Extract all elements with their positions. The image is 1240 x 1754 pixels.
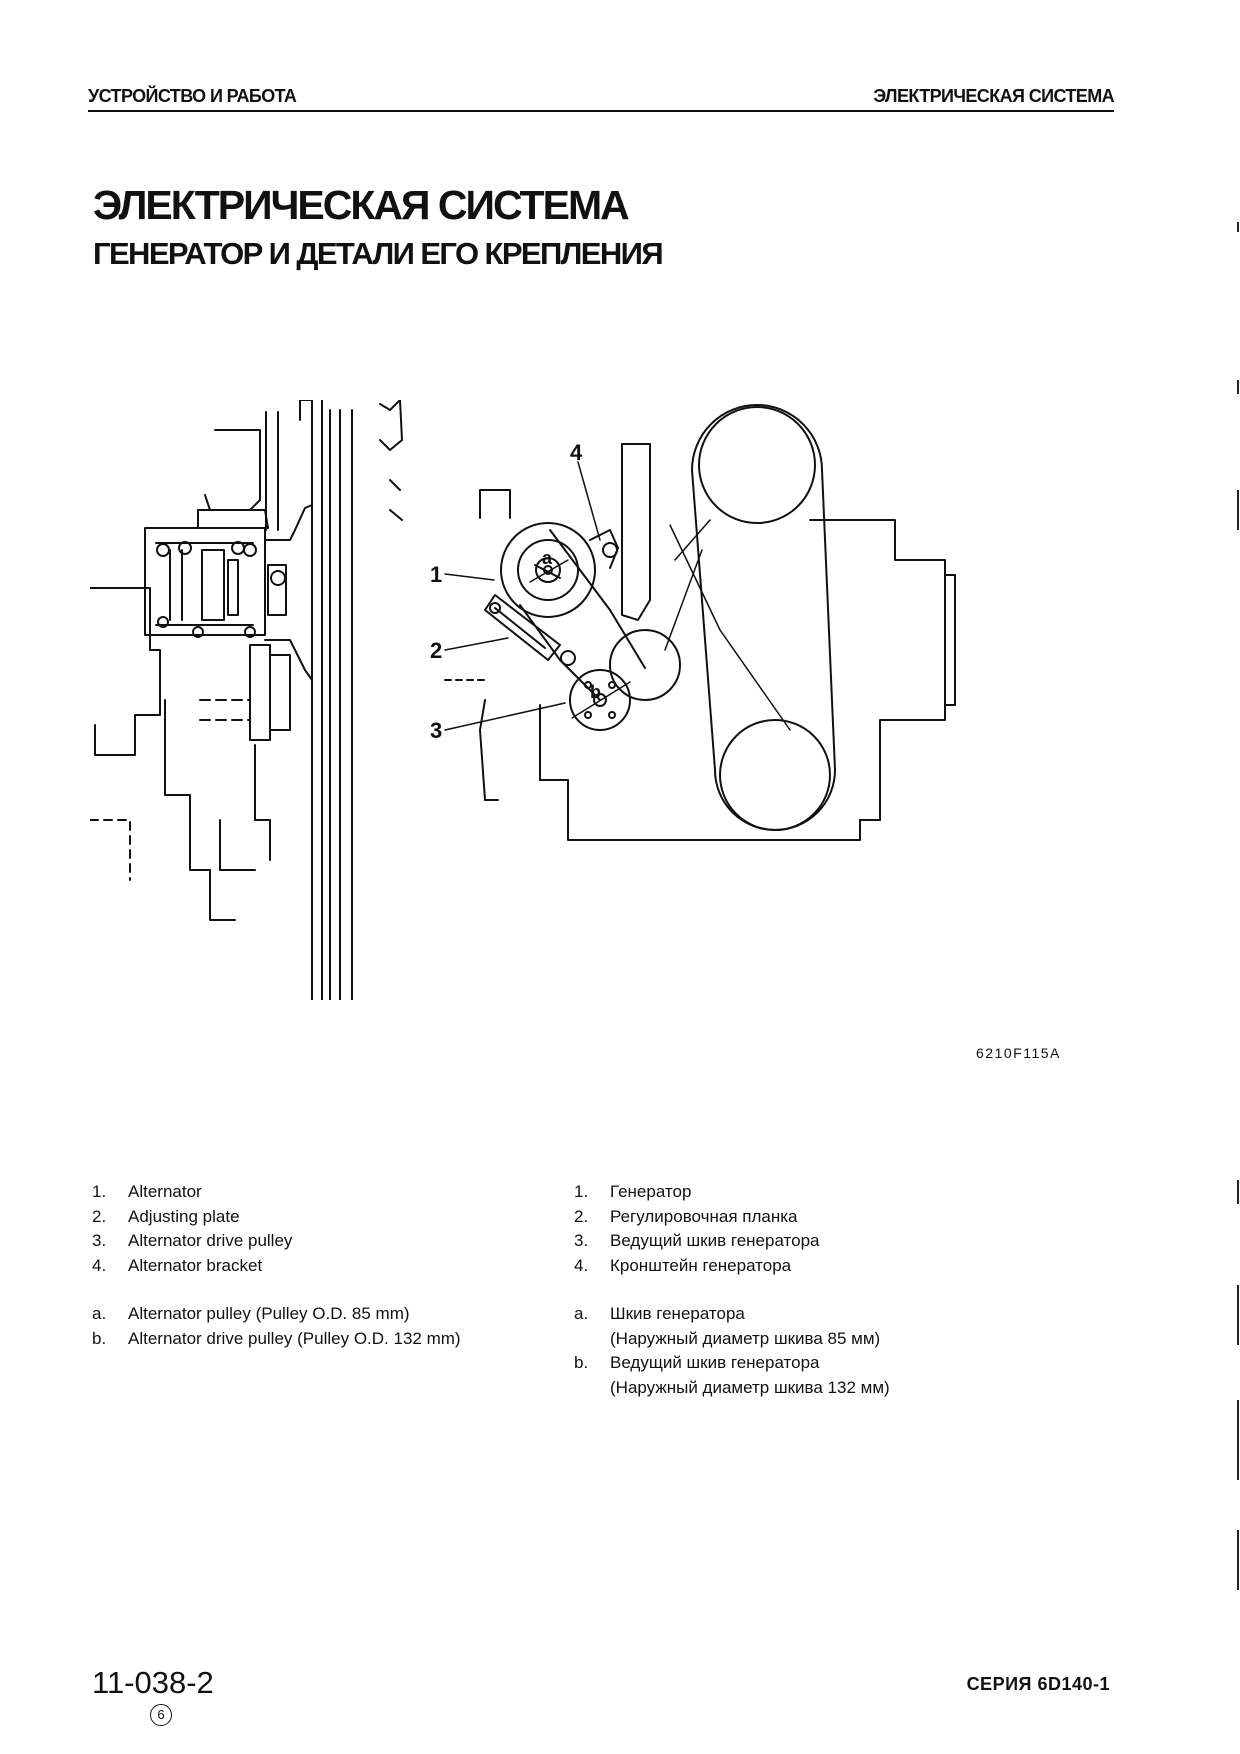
callout-b: b: [590, 682, 601, 702]
header-section-left: УСТРОЙСТВО И РАБОТА: [88, 86, 297, 106]
legend-note-detail: (Наружный диаметр шкива 85 мм): [610, 1328, 881, 1348]
alternator-mounting-figure: 1 2 3 4 a b: [90, 400, 956, 1000]
header-section-right: ЭЛЕКТРИЧЕСКАЯ СИСТЕМА: [873, 86, 1114, 106]
callout-4: 4: [570, 440, 583, 465]
callout-leaders: [444, 461, 601, 731]
header-rule: [88, 110, 1114, 112]
page-number: 11-038-2: [92, 1665, 214, 1700]
legend-item: 2.Регулировочная планка: [574, 1206, 798, 1226]
legend-note: a.Alternator pulley (Pulley O.D. 85 mm): [92, 1304, 410, 1323]
revision-mark: 6: [150, 1704, 172, 1726]
figure-code: 6210F115A: [976, 1045, 1061, 1061]
page-title: ЭЛЕКТРИЧЕСКАЯ СИСТЕМА: [93, 182, 630, 228]
scan-edge-mark: [1237, 1400, 1239, 1480]
legend-note: b.Alternator drive pulley (Pulley O.D. 1…: [92, 1328, 461, 1348]
legend-item: 4.Alternator bracket: [92, 1255, 263, 1275]
callout-2: 2: [430, 638, 442, 663]
side-view-drawing: [90, 400, 403, 1000]
series-label: СЕРИЯ 6D140-1: [966, 1674, 1110, 1694]
legend-item: 2.Adjusting plate: [92, 1206, 240, 1226]
legend-note: b.Ведущий шкив генератора: [574, 1353, 820, 1372]
legend-item: 1.Alternator: [92, 1182, 202, 1201]
callout-labels: 1 2 3 4 a b: [430, 440, 601, 743]
scan-edge-mark: [1237, 1180, 1239, 1204]
page-subtitle: ГЕНЕРАТОР И ДЕТАЛИ ЕГО КРЕПЛЕНИЯ: [93, 236, 664, 271]
legend-russian: 1.Генератор 2.Регулировочная планка 3.Ве…: [574, 1180, 994, 1400]
scan-edge-mark: [1237, 222, 1239, 232]
scan-edge-mark: [1237, 1530, 1239, 1590]
front-view-drawing: [444, 404, 956, 841]
scan-edge-mark: [1237, 490, 1239, 530]
scan-edge-mark: [1237, 380, 1239, 394]
callout-3: 3: [430, 718, 442, 743]
legend-note-detail: (Наружный диаметр шкива 132 мм): [610, 1377, 890, 1397]
legend-item: 3.Alternator drive pulley: [92, 1231, 293, 1250]
legend-note: a.Шкив генератора: [574, 1304, 745, 1323]
legend-english: 1.Alternator 2.Adjusting plate 3.Alterna…: [92, 1180, 532, 1351]
legend-item: 4.Кронштейн генератора: [574, 1255, 792, 1275]
legend-item: 1.Генератор: [574, 1182, 692, 1201]
callout-a: a: [542, 548, 553, 568]
scan-edge-mark: [1237, 1285, 1239, 1345]
callout-1: 1: [430, 562, 442, 587]
legend-item: 3.Ведущий шкив генератора: [574, 1231, 820, 1250]
